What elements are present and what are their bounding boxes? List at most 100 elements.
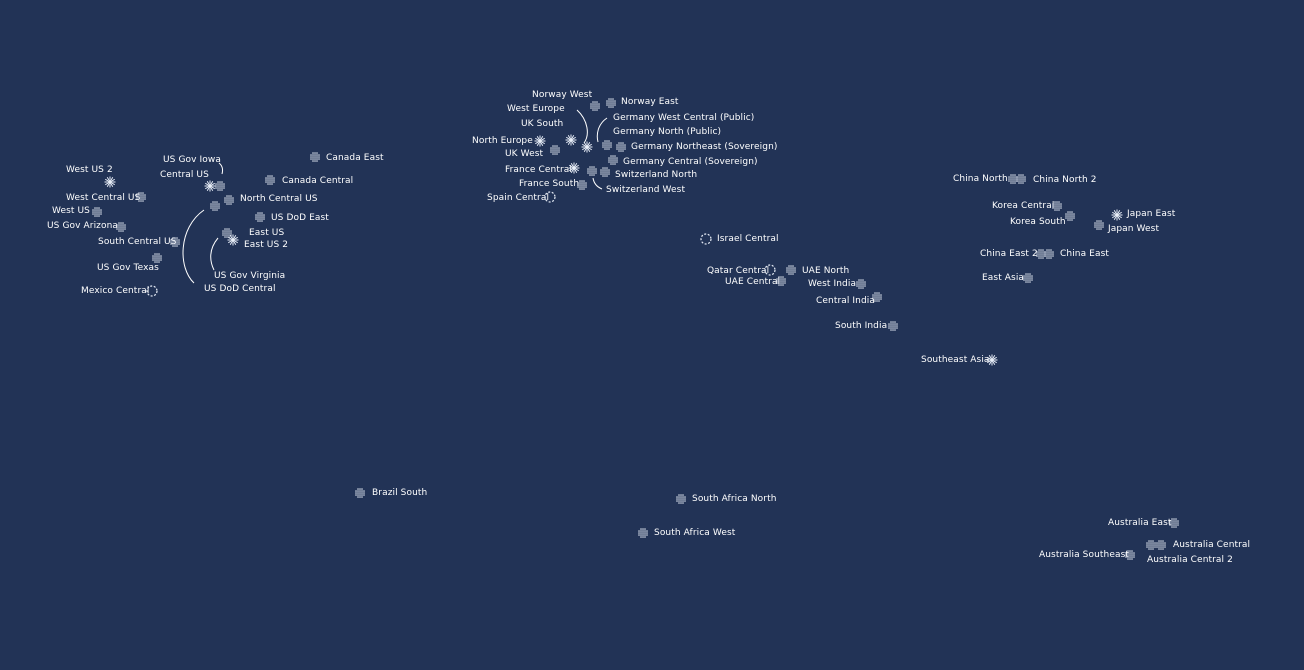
region-label: Japan East — [1127, 209, 1176, 219]
region-label: US Gov Texas — [97, 263, 159, 273]
region-label: US Gov Arizona — [47, 221, 119, 231]
region-label: South Africa West — [654, 528, 736, 538]
region-label: West India — [808, 279, 857, 289]
region-label: Canada East — [326, 153, 384, 163]
region-label: Mexico Central — [81, 286, 150, 296]
region-label: East Asia — [982, 273, 1025, 283]
region-label: Switzerland North — [615, 170, 698, 180]
availability-zone-region-icon — [534, 135, 546, 147]
connector-switzerland-west — [592, 177, 603, 190]
region-label: Australia Central — [1173, 540, 1251, 550]
coming-soon-region-icon — [764, 264, 776, 276]
coming-soon-region-icon — [146, 285, 158, 297]
region-label: US DoD East — [271, 213, 329, 223]
region-label: Australia Southeast — [1039, 550, 1129, 560]
region-label: Central US — [160, 170, 209, 180]
region-label: US Gov Virginia — [214, 271, 286, 281]
region-icon — [872, 292, 882, 302]
region-label: China North — [953, 174, 1008, 184]
region-icon — [1052, 201, 1062, 211]
region-label: UAE Central — [725, 277, 781, 287]
connector-uk-south — [576, 109, 588, 144]
region-label: Central India — [816, 296, 876, 306]
availability-zone-region-icon — [568, 162, 580, 174]
region-icon — [616, 142, 626, 152]
region-label: UK West — [505, 149, 544, 159]
region-label: Brazil South — [372, 488, 428, 498]
region-icon — [1044, 249, 1054, 259]
connector-us-dod-central — [182, 209, 205, 284]
region-icon — [224, 195, 234, 205]
region-icon — [1146, 540, 1156, 550]
region-label: East US — [249, 228, 285, 238]
availability-zone-region-icon — [227, 234, 239, 246]
region-label: West Europe — [507, 104, 565, 114]
region-label: UAE North — [802, 266, 850, 276]
region-icon — [1023, 273, 1033, 283]
region-icon — [265, 175, 275, 185]
availability-zone-region-icon — [1111, 209, 1123, 221]
region-label: Qatar Central — [707, 266, 770, 276]
region-label: South Central US — [98, 237, 177, 247]
region-label: Germany Central (Sovereign) — [623, 157, 758, 167]
connector-us-gov-virginia — [210, 237, 219, 271]
region-label: Switzerland West — [606, 185, 686, 195]
region-icon — [590, 101, 600, 111]
region-icon — [215, 181, 225, 191]
region-icon — [116, 222, 126, 232]
region-label: South India — [835, 321, 888, 331]
region-label: US DoD Central — [204, 284, 276, 294]
region-label: US Gov Iowa — [163, 155, 221, 165]
region-icon — [856, 279, 866, 289]
region-icon — [550, 145, 560, 155]
region-label: Norway East — [621, 97, 679, 107]
region-icon — [786, 265, 796, 275]
region-icon — [1169, 518, 1179, 528]
region-label: Australia Central 2 — [1147, 555, 1233, 565]
region-label: Germany North (Public) — [613, 127, 722, 137]
coming-soon-region-icon — [544, 191, 556, 203]
region-label: Germany Northeast (Sovereign) — [631, 142, 778, 152]
region-icon — [608, 155, 618, 165]
region-icon — [577, 180, 587, 190]
region-label: West Central US — [66, 193, 141, 203]
coming-soon-region-icon — [700, 233, 712, 245]
region-label: Australia East — [1108, 518, 1172, 528]
region-label: East US 2 — [244, 240, 289, 250]
region-label: Canada Central — [282, 176, 354, 186]
region-icon — [1125, 550, 1135, 560]
region-icon — [602, 140, 612, 150]
region-label: Japan West — [1108, 224, 1160, 234]
region-icon — [210, 201, 220, 211]
region-icon — [676, 494, 686, 504]
region-label: Germany West Central (Public) — [613, 113, 755, 123]
region-icon — [222, 228, 232, 238]
region-icon — [1094, 220, 1104, 230]
region-label: Korea Central — [992, 201, 1055, 211]
region-icon — [136, 192, 146, 202]
region-icon — [310, 152, 320, 162]
region-label: Norway West — [532, 90, 593, 100]
availability-zone-region-icon — [581, 141, 593, 153]
region-icon — [587, 166, 597, 176]
region-icon — [1016, 174, 1026, 184]
region-icon — [888, 321, 898, 331]
region-icon — [170, 237, 180, 247]
region-label: North Europe — [472, 136, 533, 146]
region-label: Southeast Asia — [921, 355, 990, 365]
connector-germany-west-central — [596, 117, 608, 143]
region-label: France South — [519, 179, 580, 189]
region-icon — [600, 167, 610, 177]
region-label: UK South — [521, 119, 564, 129]
region-icon — [92, 207, 102, 217]
availability-zone-region-icon — [104, 176, 116, 188]
region-label: Spain Central — [487, 193, 550, 203]
region-icon — [638, 528, 648, 538]
connector-us-gov-iowa — [218, 162, 224, 175]
availability-zone-region-icon — [986, 354, 998, 366]
region-icon — [255, 212, 265, 222]
region-label: China East — [1060, 249, 1109, 259]
region-label: West US 2 — [66, 165, 113, 175]
